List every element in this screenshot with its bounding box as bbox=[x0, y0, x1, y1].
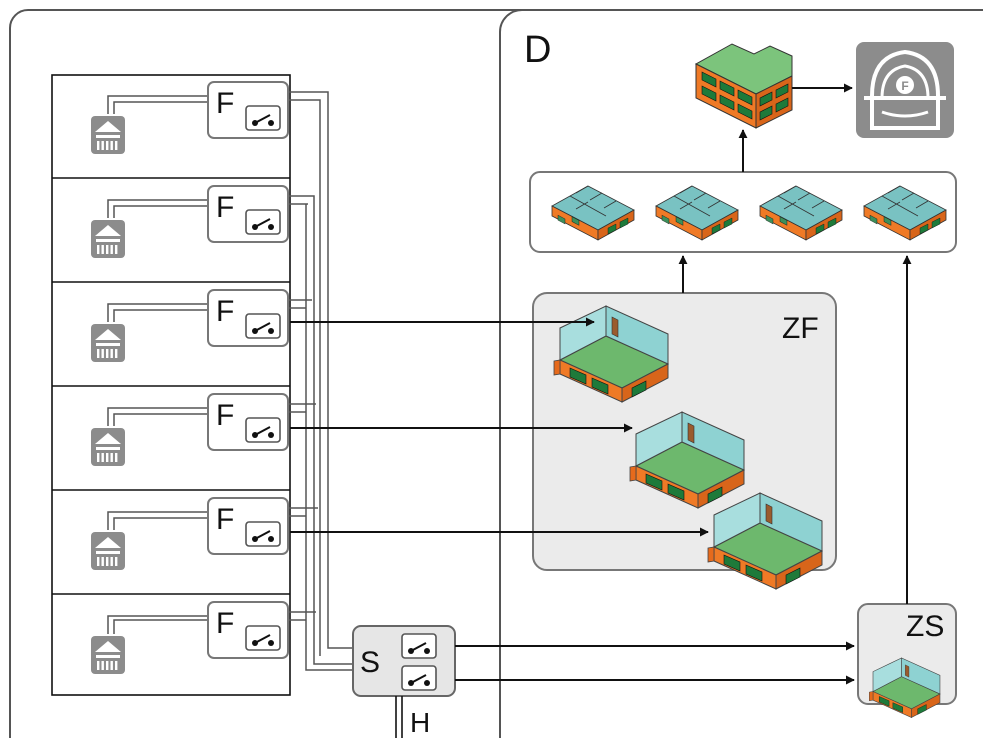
flow-switch-3: F bbox=[207, 289, 289, 347]
region-d-frame bbox=[499, 9, 983, 738]
svg-text:F: F bbox=[901, 79, 908, 93]
switch-contact-icon bbox=[245, 209, 281, 235]
flow-switch-2: F bbox=[207, 185, 289, 243]
sprinkler-head-icon bbox=[91, 532, 125, 570]
control-unit-label: S bbox=[360, 646, 380, 679]
firefighter-helmet-icon: F bbox=[856, 42, 954, 138]
switch-contact-icon bbox=[245, 313, 281, 339]
switch-contact-icon bbox=[245, 521, 281, 547]
sprinkler-head-icon bbox=[91, 636, 125, 674]
building-icon bbox=[695, 43, 793, 129]
supply-label: H bbox=[410, 707, 430, 738]
switch-contact-icon bbox=[245, 625, 281, 651]
flow-switch-label: F bbox=[216, 607, 234, 640]
control-zone-label: ZS bbox=[906, 610, 944, 643]
sprinkler-head-icon bbox=[91, 324, 125, 362]
sprinkler-lines bbox=[107, 95, 210, 634]
sprinkler-head-icon bbox=[91, 428, 125, 466]
flow-switch-label: F bbox=[216, 503, 234, 536]
flow-switch-1: F bbox=[207, 81, 289, 139]
switch-contact-icon bbox=[245, 417, 281, 443]
switch-contact-icon bbox=[245, 105, 281, 131]
switch-contact-icon bbox=[401, 665, 437, 691]
flow-switch-label: F bbox=[216, 191, 234, 224]
sprinkler-head-icon bbox=[91, 116, 125, 154]
flow-switch-label: F bbox=[216, 399, 234, 432]
supply-line bbox=[395, 696, 403, 738]
outer-frame bbox=[9, 9, 983, 738]
flow-switch-4: F bbox=[207, 393, 289, 451]
bus-wiring bbox=[288, 91, 353, 671]
region-d-label: D bbox=[524, 29, 551, 71]
flow-switch-label: F bbox=[216, 87, 234, 120]
sprinkler-head-icon bbox=[91, 220, 125, 258]
flow-switch-6: F bbox=[207, 601, 289, 659]
building-floors bbox=[51, 74, 291, 696]
flow-zone-label: ZF bbox=[782, 312, 819, 345]
switch-contact-icon bbox=[401, 633, 437, 659]
control-unit: S bbox=[352, 625, 456, 697]
signal-arrows bbox=[290, 83, 912, 685]
flow-switch-5: F bbox=[207, 497, 289, 555]
flow-switch-label: F bbox=[216, 295, 234, 328]
